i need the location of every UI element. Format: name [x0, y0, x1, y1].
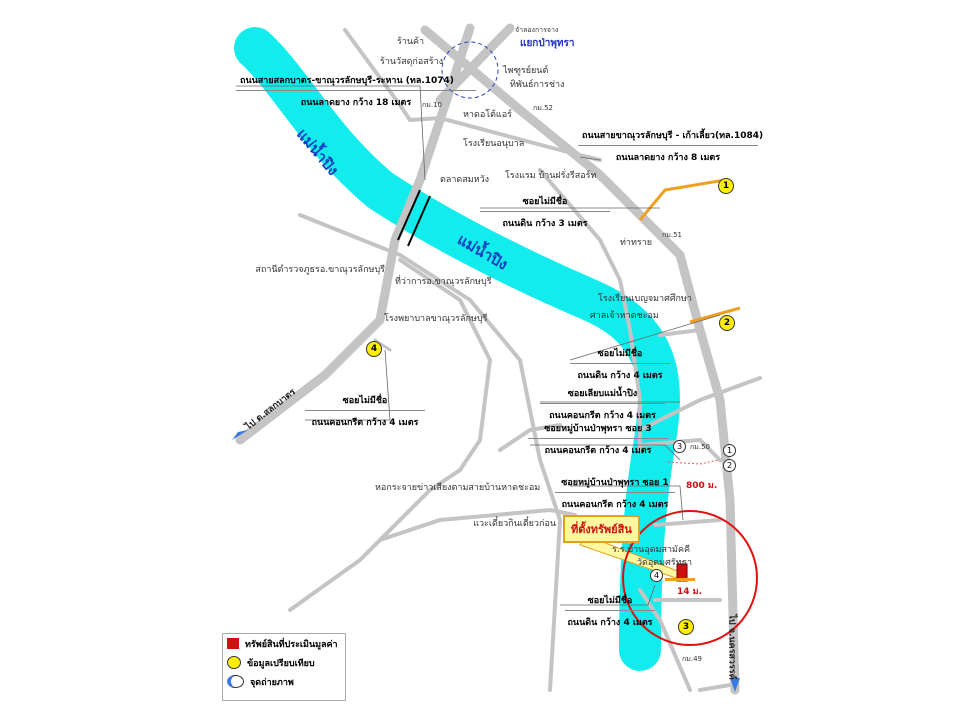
road-label-soi-b: ซอยไม่มีชื่อถนนดิน กว้าง 4 เมตร — [570, 346, 670, 382]
place-police: สถานีตำรวจภูธรอ.ขาณุวรลักษบุรี — [255, 265, 385, 275]
place-district-office: ที่ว่าการอ.ขาณุวรลักษบุรี — [395, 277, 492, 287]
legend-photo: จุดถ่ายภาพ — [223, 672, 345, 691]
road-desc: ถนนดิน กว้าง 3 เมตร — [502, 219, 588, 229]
distance-800: 800 ม. — [686, 481, 718, 491]
road-desc: ถนนคอนกรีต กว้าง 4 เมตร — [544, 446, 652, 456]
intersection-circle — [441, 41, 499, 99]
place-hotel: โรงแรม บ้านฝรั่งรีสอร์ท — [505, 171, 597, 181]
soi-orange-1 — [638, 178, 726, 221]
comparable-4[interactable]: 4 — [366, 341, 382, 357]
km-marker: กม.52 — [533, 104, 553, 112]
road-label-1074: ถนนสายสลกบาตร-ขาณุวรลักษบุรี-ระหาน (ทล.1… — [236, 73, 476, 109]
place-shrine: ศาลเจ้าหาดชะอม — [590, 311, 659, 321]
photo-point-icon — [227, 675, 244, 688]
road-name: ซอยไม่มีชื่อ — [305, 393, 425, 411]
road-desc: ถนนลาดยาง กว้าง 8 เมตร — [615, 153, 721, 163]
place-material-shop: ร้านวัสดุก่อสร้าง — [380, 57, 444, 67]
comparable-3[interactable]: 3 — [678, 619, 694, 635]
km-marker: กม.49 — [682, 655, 702, 663]
road-name: ถนนสายขาณุวรลักษบุรี - เก้าเลี้ยว(ทล.108… — [578, 128, 763, 146]
property-frontage — [665, 578, 695, 581]
km-marker: กม.50 — [690, 443, 710, 451]
road-desc: ถนนดิน กว้าง 4 เมตร — [577, 371, 663, 381]
soi-orange-2 — [689, 306, 741, 324]
road-desc: ถนนคอนกรีต กว้าง 4 เมตร — [311, 418, 419, 428]
road-label-1084: ถนนสายขาณุวรลักษบุรี - เก้าเลี้ยว(ทล.108… — [578, 128, 763, 164]
road-desc: ถนนลาดยาง กว้าง 18 เมตร — [300, 98, 412, 108]
road-label-soi-f: ซอยไม่มีชื่อถนนดิน กว้าง 4 เมตร — [565, 593, 655, 629]
road-name: ซอยหมู่บ้านป่าพุทรา ซอย 1 — [555, 475, 675, 493]
legend-label: ข้อมูลเปรียบเทียบ — [247, 658, 315, 669]
legend-label: จุดถ่ายภาพ — [250, 677, 294, 688]
photo-point-3[interactable]: 3 — [673, 440, 686, 453]
river — [234, 27, 680, 671]
distance-800 — [667, 459, 719, 465]
road-name: ซอยไม่มีชื่อ — [565, 593, 655, 611]
legend-property: ทรัพย์สินที่ประเมินมูลค่า — [223, 634, 345, 653]
minor-roads — [235, 23, 762, 695]
road-name: ซอยหมู่บ้านป่าพุทรา ซอย 3 — [528, 421, 668, 439]
road-label-soi-c: ซอยเลียบแม่น้ำปิงถนนคอนกรีต กว้าง 4 เมตร — [540, 386, 665, 422]
place-hospital: โรงพยาบาลขาณุวรลักษบุรี — [384, 314, 488, 324]
km-marker: กม.10 — [422, 101, 442, 109]
photo-point-2[interactable]: 2 — [723, 459, 736, 472]
legend-comparable: ข้อมูลเปรียบเทียบ — [223, 653, 345, 672]
road-name: ถนนสายสลกบาตร-ขาณุวรลักษบุรี-ระหาน (ทล.1… — [236, 73, 476, 91]
highlight-circle — [622, 510, 758, 646]
photo-point-1[interactable]: 1 — [723, 444, 736, 457]
distance-14: 14 ม. — [677, 587, 703, 597]
intersection-name: แยกป่าพุทรา — [520, 38, 575, 49]
comparable-1[interactable]: 1 — [718, 178, 734, 194]
place-thiphan: ทิพันธ์การช่าง — [510, 80, 565, 90]
intersection-sub: จำลองการจาง — [515, 26, 559, 34]
road-desc: ถนนคอนกรีต กว้าง 4 เมตร — [561, 500, 669, 510]
place-tha-sai: ท่าทราย — [620, 238, 653, 248]
property-callout: ที่ตั้งทรัพย์สิน — [563, 515, 640, 543]
road-name: ซอยไม่มีชื่อ — [480, 194, 610, 212]
legend: ทรัพย์สินที่ประเมินมูลค่า ข้อมูลเปรียบเท… — [222, 633, 346, 701]
photo-point-4[interactable]: 4 — [650, 569, 663, 582]
arrow-sakbat — [232, 430, 248, 440]
road-name: ซอยเลียบแม่น้ำปิง — [540, 386, 665, 404]
road-name: ซอยไม่มีชื่อ — [570, 346, 670, 364]
road-desc: ถนนคอนกรีต กว้าง 4 เมตร — [549, 411, 656, 421]
place-phaichurai: ไพฑูรย์ยนต์ — [503, 66, 549, 76]
place-temple: วัดอุดมศรัทธา — [637, 558, 693, 568]
legend-label: ทรัพย์สินที่ประเมินมูลค่า — [245, 639, 338, 650]
road-desc: ถนนดิน กว้าง 4 เมตร — [567, 618, 653, 628]
leader-lines — [236, 85, 721, 606]
bridge — [397, 189, 431, 247]
direction-south: ไป จ.นครสวรรค์ — [726, 614, 737, 680]
road-label-soi-d: ซอยหมู่บ้านป่าพุทรา ซอย 3 ถนนคอนกรีต กว้า… — [528, 421, 668, 457]
road-label-soi-g: ซอยไม่มีชื่อถนนคอนกรีต กว้าง 4 เมตร — [305, 393, 425, 429]
road-label-soi-e: ซอยหมู่บ้านป่าพุทรา ซอย 1 ถนนคอนกรีต กว้า… — [555, 475, 675, 511]
place-shop: ร้านค้า — [397, 37, 425, 47]
place-haa-o: หาดอโต้แอร์ — [463, 110, 512, 120]
comparable-swatch-icon — [227, 656, 241, 669]
arrow-south — [730, 678, 740, 692]
place-school-bunya: โรงเรียนเบญจมาศศึกษา — [598, 294, 692, 304]
place-kindergarten: โรงเรียนอนุบาล — [463, 139, 525, 149]
place-market: ตลาดสมหวัง — [440, 175, 490, 185]
road-label-soi-a: ซอยไม่มีชื่อถนนดิน กว้าง 3 เมตร — [480, 194, 610, 230]
property-swatch-icon — [227, 638, 239, 649]
km-marker: กม.51 — [662, 231, 682, 239]
comparable-2[interactable]: 2 — [719, 315, 735, 331]
place-school-udom: ร.ร.บ้านอุดมสามัคคี — [612, 545, 691, 555]
place-restaurant: แวะเดี๋ยวกินเตี๋ยวก่อน — [473, 519, 556, 529]
place-broadcast: หอกระจายข่าวเสียงตามสายบ้านหาดชะอม — [375, 483, 541, 493]
